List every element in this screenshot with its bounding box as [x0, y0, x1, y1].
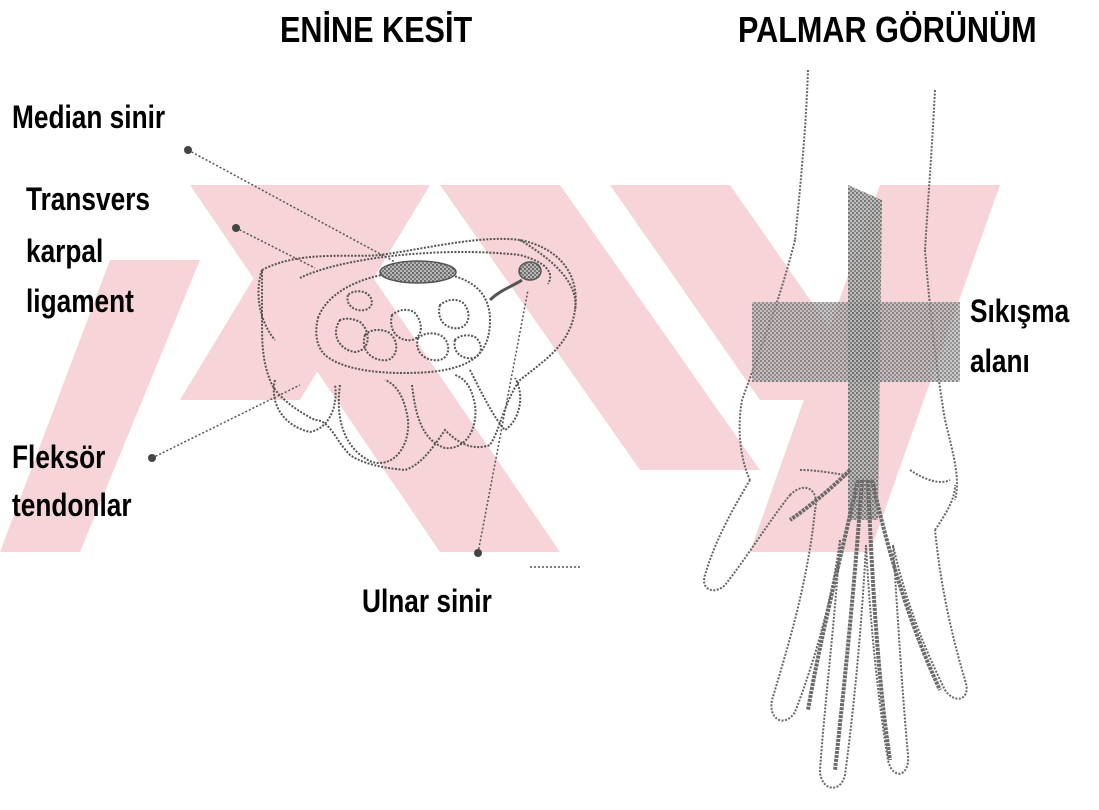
label-flexor-tendons-2: tendonlar: [12, 484, 132, 526]
title-palmar-view: PALMAR GÖRÜNÜM: [738, 8, 1037, 52]
label-median-nerve: Median sinir: [12, 96, 165, 138]
ulnar-nerve-shape: [519, 262, 541, 280]
label-ulnar-nerve: Ulnar sinir: [362, 580, 492, 622]
label-transverse-ligament-1: Transvers: [26, 178, 150, 220]
label-flexor-tendons-1: Fleksör: [12, 436, 105, 478]
label-compression-area-1: Sıkışma: [970, 290, 1069, 332]
compression-area-band: [752, 302, 960, 382]
title-cross-section: ENİNE KESİT: [280, 8, 472, 52]
label-transverse-ligament-3: ligament: [26, 280, 134, 322]
label-compression-area-2: alanı: [970, 340, 1030, 382]
median-nerve-shape: [380, 261, 456, 283]
label-transverse-ligament-2: karpal: [26, 230, 103, 272]
